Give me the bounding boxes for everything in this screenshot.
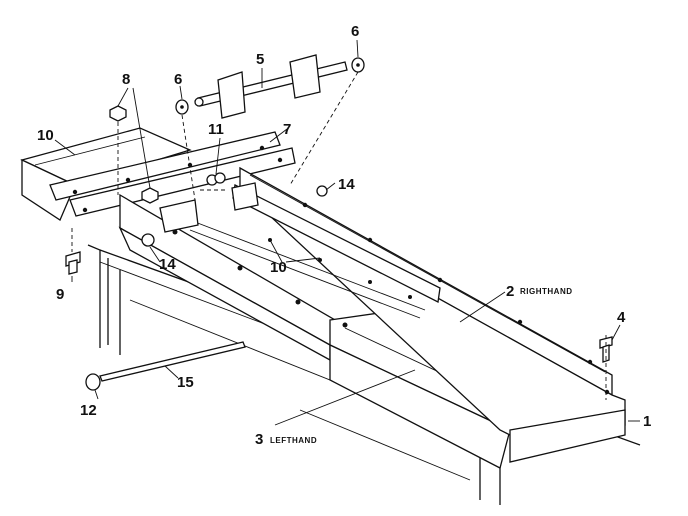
- callout-6-right: 6: [351, 23, 359, 40]
- callout-9: 8: [122, 71, 130, 88]
- callout-3: 3: [255, 431, 263, 448]
- assembly-dashed-lines: [71, 71, 607, 400]
- part-13-nut: [85, 373, 101, 391]
- part-14-nuts: [141, 185, 328, 247]
- callout-5: 5: [256, 51, 264, 68]
- callout-2: 2: [506, 283, 514, 300]
- callout-labels: 8 6 5 6 11 7 14 10 9 14 10 2 RIGHTHAND 4…: [37, 23, 651, 448]
- part-4-screw: [599, 336, 613, 363]
- part-8-bolt: [65, 251, 81, 275]
- callout-6-left: 6: [174, 71, 182, 88]
- callout-1: 1: [643, 413, 651, 430]
- label-lefthand: LEFTHAND: [270, 436, 317, 445]
- callout-11: 10: [37, 127, 54, 144]
- callout-4: 4: [617, 309, 626, 326]
- part-12-bracket: [159, 172, 259, 233]
- part-15-rod: [99, 341, 246, 382]
- callout-14-right: 14: [338, 176, 355, 193]
- callout-8: 9: [56, 286, 64, 303]
- leader-lines: [54, 39, 640, 426]
- callout-15: 15: [177, 374, 194, 391]
- callout-13: 12: [80, 402, 97, 419]
- part-11-end-channel: [20, 127, 192, 221]
- callout-7: 7: [283, 121, 291, 138]
- callout-10: 10: [270, 259, 287, 276]
- callout-14-left: 14: [159, 256, 176, 273]
- part-5-pin-assembly: [194, 54, 348, 119]
- callout-12: 11: [208, 121, 224, 138]
- label-righthand: RIGHTHAND: [520, 287, 573, 296]
